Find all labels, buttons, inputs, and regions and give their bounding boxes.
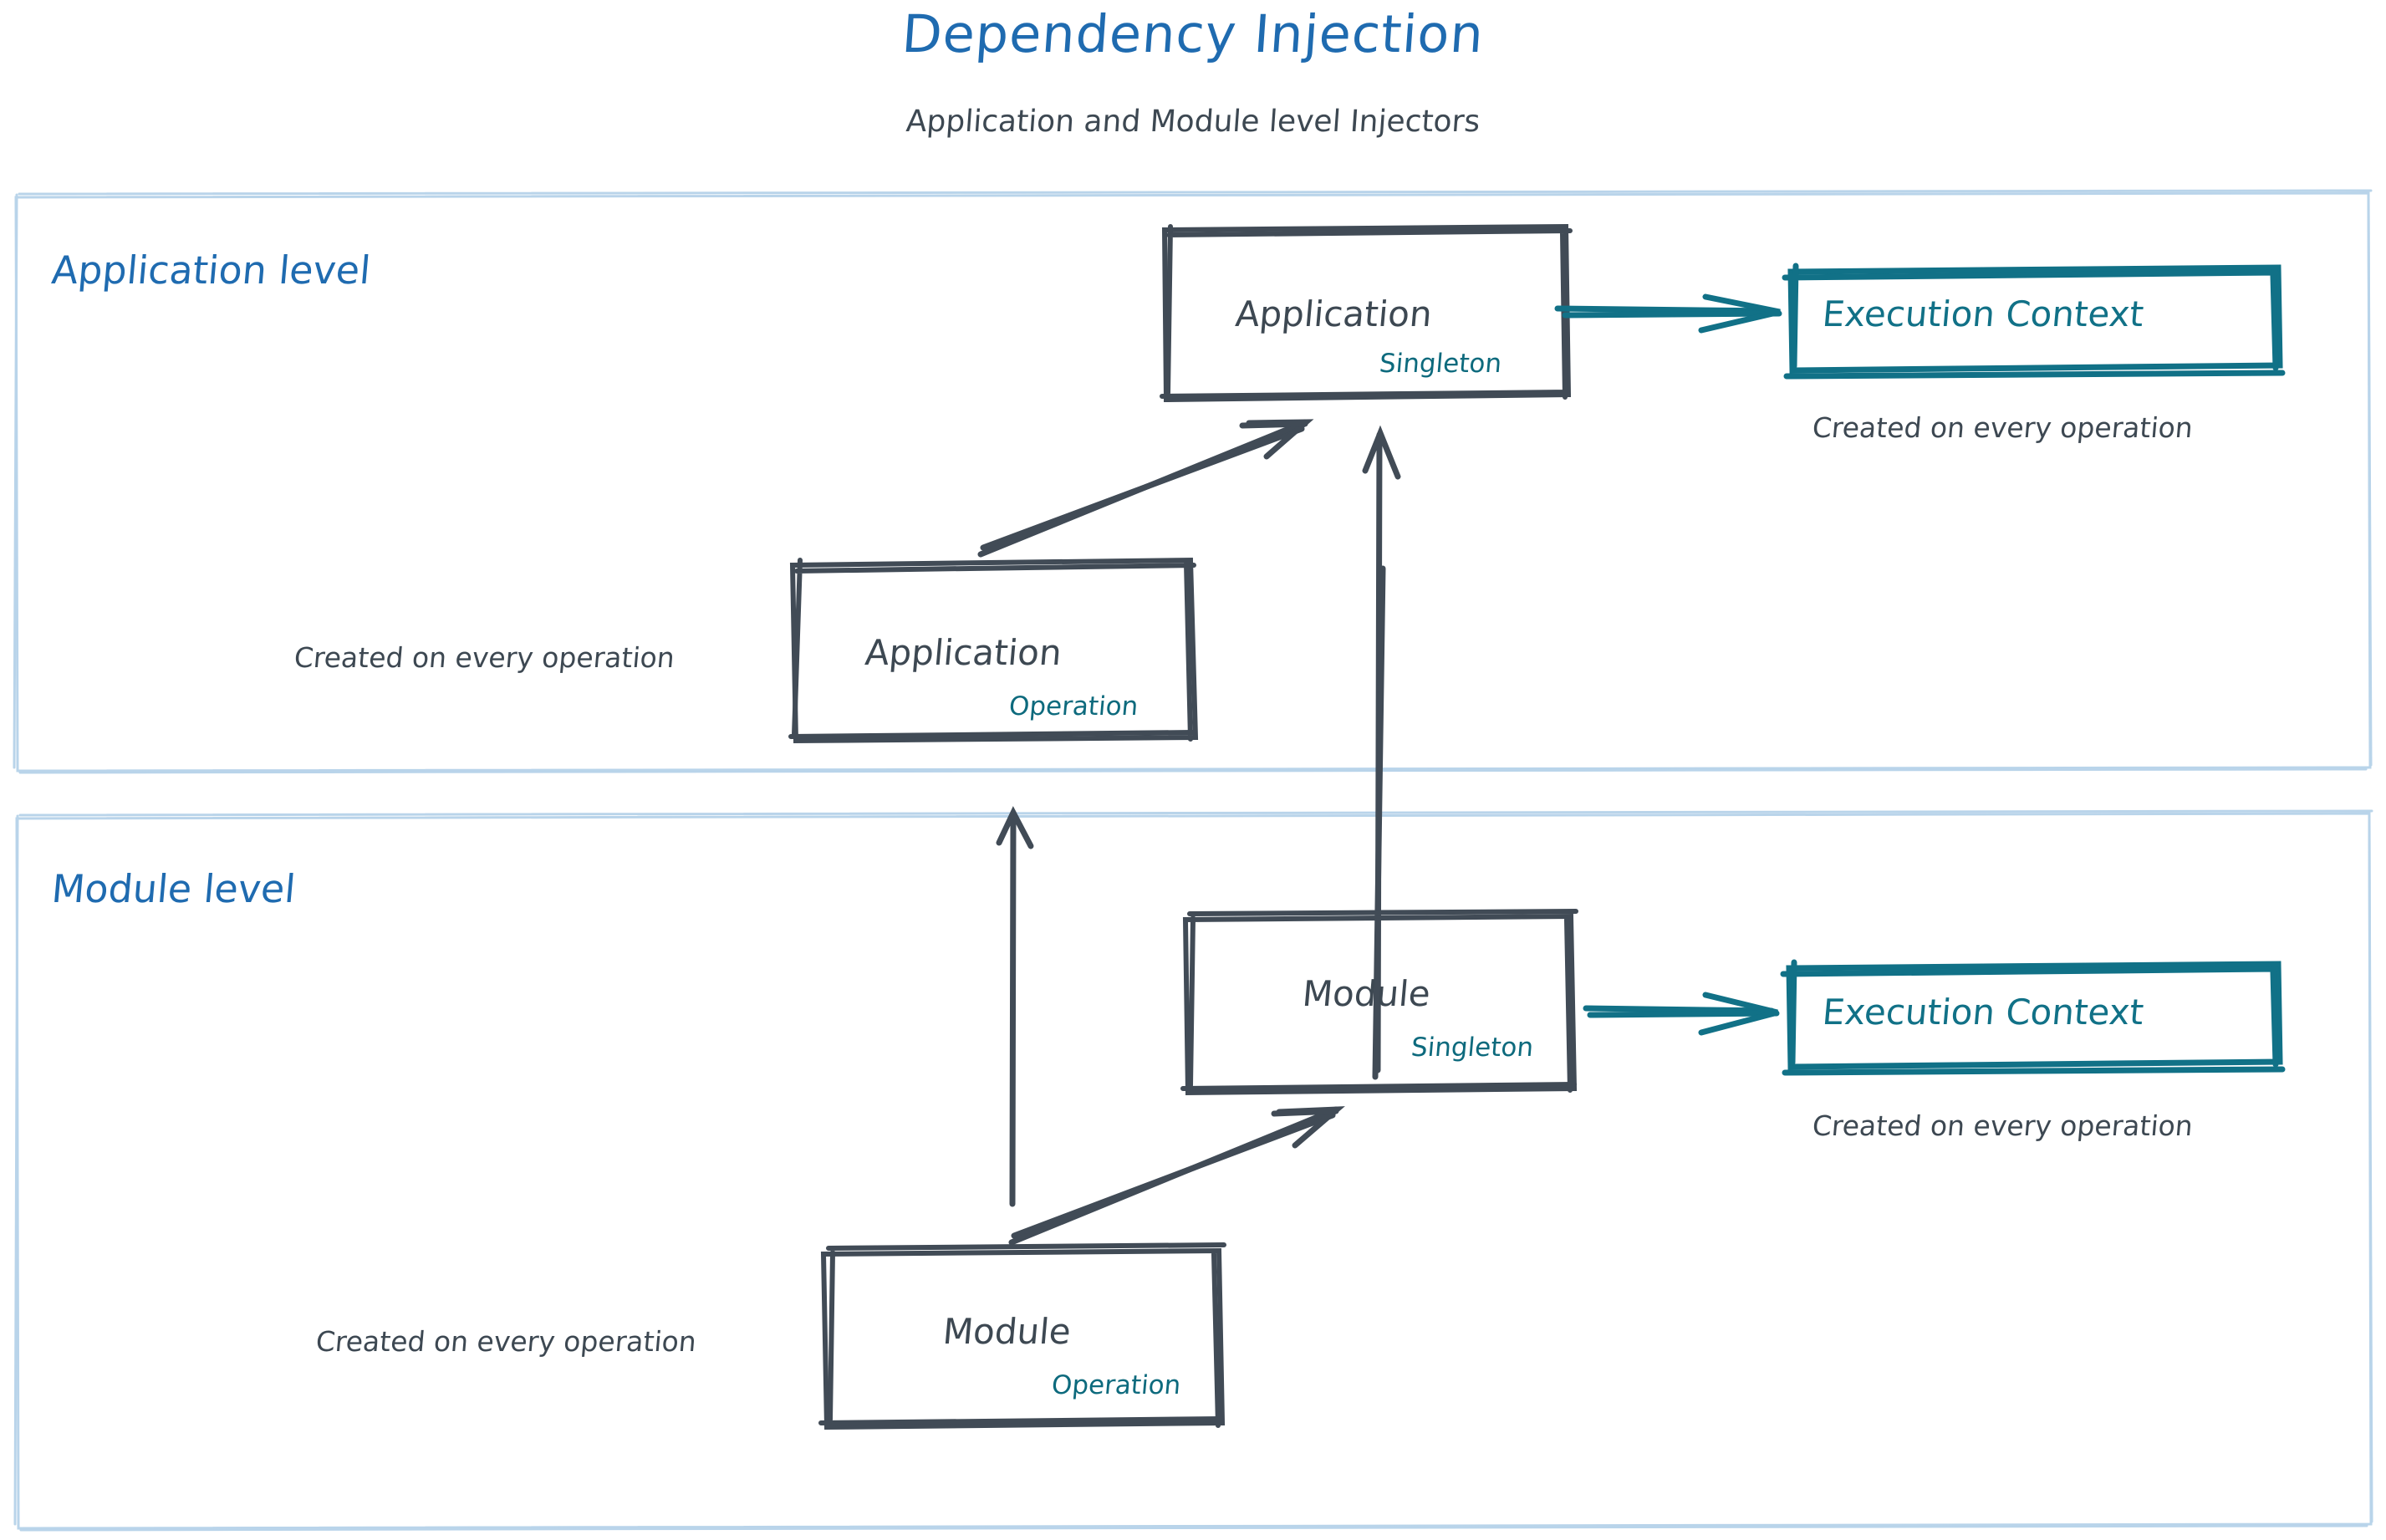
node-label-application-execution-context: Execution Context <box>1820 293 2146 334</box>
node-label-module-singleton-title: Module <box>1300 973 1432 1014</box>
arrow-module-singleton-to-application-singleton <box>1362 425 1401 1080</box>
arrow-module-operation-to-module-singleton <box>1008 1106 1345 1246</box>
note-module-execution-context: Created on every operation <box>1811 1109 2195 1142</box>
page-title: Dependency Injection <box>900 3 1486 64</box>
node-label-module-execution-context: Execution Context <box>1820 992 2146 1033</box>
node-label-application-singleton-scope: Singleton <box>1378 349 1503 379</box>
node-box-module-operation[interactable] <box>818 1242 1226 1430</box>
node-box-application-execution-context[interactable] <box>1782 263 2286 380</box>
node-label-application-operation-scope: Operation <box>1007 691 1139 722</box>
arrow-module-operation-to-application-operation <box>996 806 1034 1207</box>
note-application-operation: Created on every operation <box>293 641 676 674</box>
node-label-application-operation-title: Application <box>863 632 1063 673</box>
arrow-application-singleton-to-context <box>1554 293 1782 334</box>
node-label-module-singleton-scope: Singleton <box>1410 1033 1535 1063</box>
panel-label-application-level: Application level <box>49 247 373 293</box>
arrow-module-singleton-to-context <box>1583 992 1780 1036</box>
node-box-module-singleton[interactable] <box>1180 909 1578 1096</box>
note-module-operation: Created on every operation <box>314 1325 698 1358</box>
node-box-module-execution-context[interactable] <box>1780 959 2286 1076</box>
page-subtitle: Application and Module level Injectors <box>905 105 1481 139</box>
panel-label-module-level: Module level <box>49 866 298 911</box>
panel-frame-application-level <box>13 189 2373 774</box>
node-label-module-operation-title: Module <box>941 1311 1073 1352</box>
node-label-module-operation-scope: Operation <box>1050 1370 1182 1400</box>
note-application-execution-context: Created on every operation <box>1811 411 2195 444</box>
arrow-application-operation-to-singleton <box>977 419 1314 558</box>
node-box-application-operation[interactable] <box>788 557 1199 744</box>
panel-frame-module-level <box>13 809 2373 1532</box>
node-label-application-singleton-title: Application <box>1233 293 1434 334</box>
